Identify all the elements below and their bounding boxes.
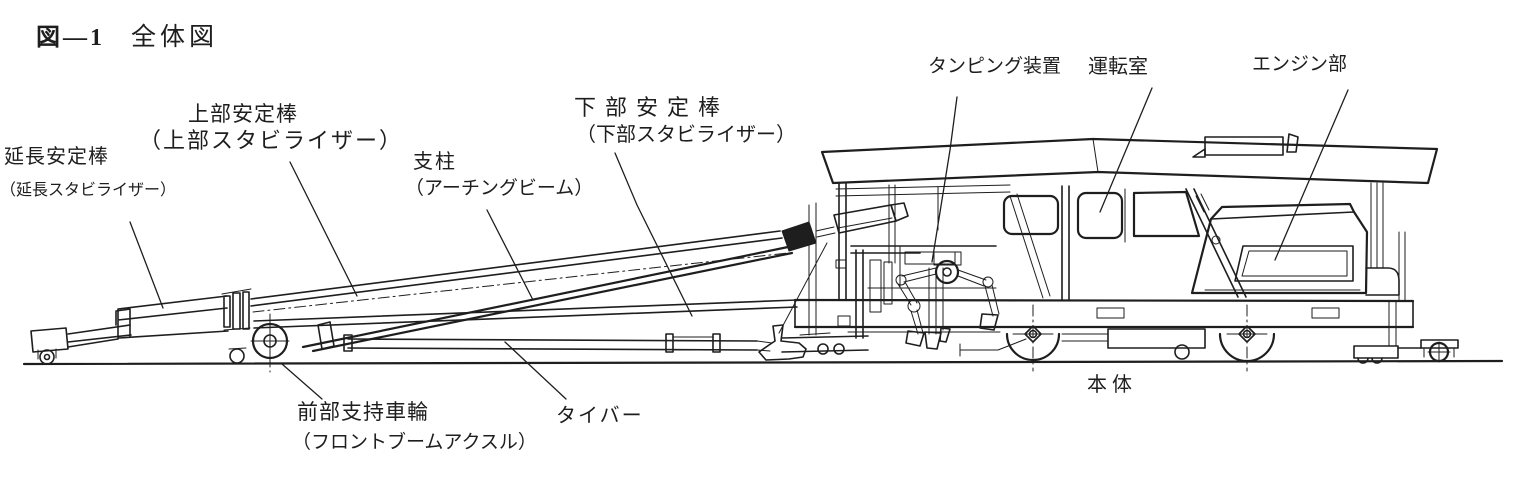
extension-stabilizer-drawing (30, 295, 229, 365)
label-engine: エンジン部 (1252, 54, 1348, 75)
machine-chassis-drawing (793, 298, 1459, 372)
figure-number: 図—1 (36, 25, 105, 51)
front-clamp-drawing (758, 202, 869, 361)
label-front-support-wheel-line2: （フロントブームアクスル） (292, 432, 537, 453)
label-cab: 運転室 (1088, 56, 1148, 78)
label-tamping-device: タンピング装置 (928, 56, 1062, 77)
engine-compartment-drawing (1190, 182, 1406, 301)
label-strut-line1: 支柱 (413, 151, 457, 173)
front-boom-axle-drawing (221, 288, 335, 373)
label-lower-stabilizer-line2: （下部スタビライザー） (576, 124, 796, 146)
label-upper-stabilizer-line2: （上部スタビライザー） (139, 128, 404, 153)
label-upper-stabilizer-line1: 上部安定棒 (188, 102, 298, 126)
figure-title: 図—1 全体図 (36, 17, 218, 53)
label-main-body: 本体 (1087, 374, 1137, 396)
label-lower-stabilizer-line1: 下部安定棒 (574, 95, 730, 120)
label-extension-stabilizer-line2: （延長スタビライザー） (0, 182, 177, 199)
label-extension-stabilizer-line1: 延長安定棒 (4, 146, 109, 168)
label-front-support-wheel-line1: 前部支持車輪 (297, 400, 429, 424)
label-strut-line2: （アーチングビーム） (405, 178, 594, 199)
leader-lines (129, 87, 1349, 400)
label-tie-bar: タイバー (556, 405, 644, 427)
stabilizer-beams-drawing (250, 202, 909, 353)
roof-canopy-drawing (820, 133, 1439, 301)
tamping-unit-drawing (835, 245, 1001, 350)
cab-drawing (1002, 185, 1247, 301)
ground-line-drawing (22, 359, 1504, 366)
tie-bar-drawing (343, 333, 773, 353)
figure-name: 全体図 (131, 24, 219, 51)
